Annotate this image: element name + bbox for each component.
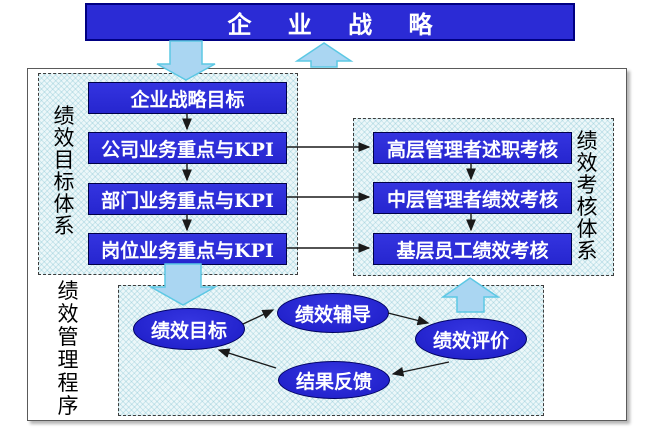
department-kpi-box: 部门业务重点与KPI bbox=[88, 183, 287, 215]
target-system-side-label: 绩效目标体系 bbox=[53, 104, 75, 238]
position-kpi-box: 岗位业务重点与KPI bbox=[88, 233, 287, 265]
management-process-side-label: 绩效管理程序 bbox=[57, 279, 79, 418]
block-arrow-strategy-up bbox=[294, 42, 354, 68]
company-kpi-box: 公司业务重点与KPI bbox=[88, 132, 287, 164]
middle-manager-assessment-box: 中层管理者绩效考核 bbox=[373, 182, 572, 214]
enterprise-strategy-title: 企 业 战 略 bbox=[85, 3, 575, 41]
strategy-goal-box: 企业战略目标 bbox=[88, 82, 287, 114]
result-feedback-ellipse: 结果反馈 bbox=[278, 361, 390, 399]
assessment-system-side-label: 绩效考核体系 bbox=[576, 129, 598, 263]
performance-coaching-ellipse: 绩效辅导 bbox=[277, 293, 389, 333]
performance-goal-ellipse: 绩效目标 bbox=[133, 308, 245, 350]
performance-evaluation-ellipse: 绩效评价 bbox=[415, 318, 527, 360]
staff-assessment-box: 基层员工绩效考核 bbox=[373, 233, 572, 265]
senior-manager-assessment-box: 高层管理者述职考核 bbox=[373, 132, 572, 164]
